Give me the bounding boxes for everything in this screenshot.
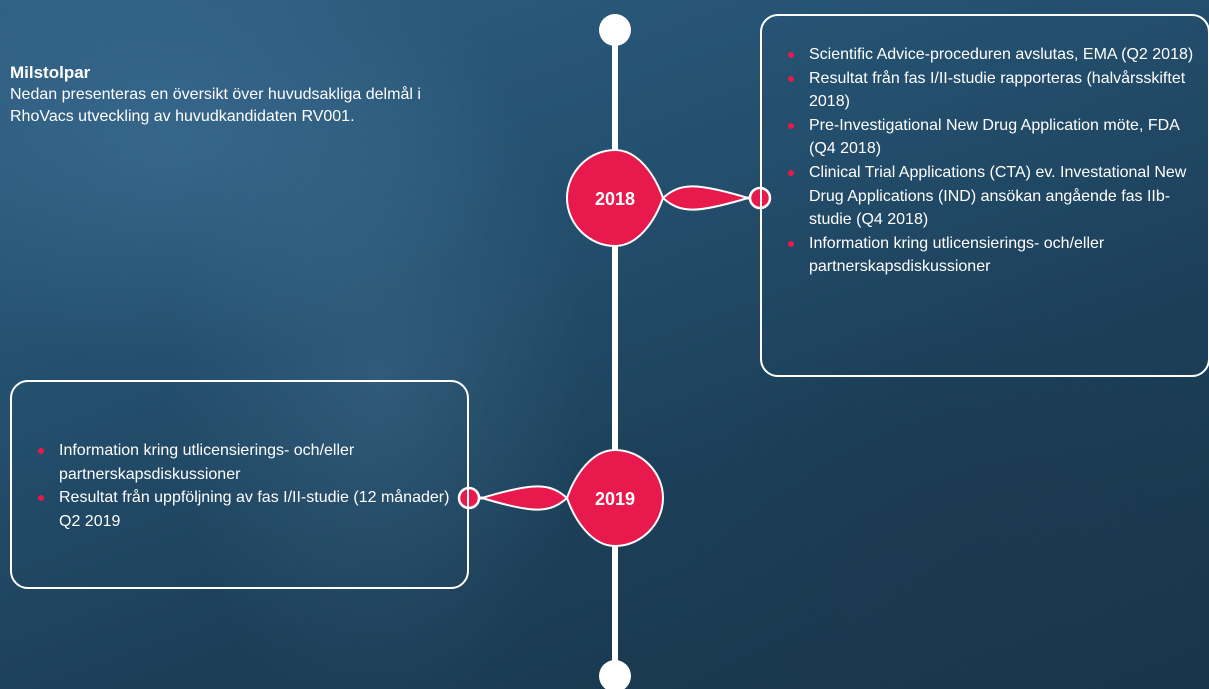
milestone-item-text: Information kring utlicensierings- och/e… <box>59 442 355 483</box>
milestone-item: Scientific Advice-proceduren avslutas, E… <box>788 43 1198 67</box>
bullet-icon <box>788 240 794 247</box>
intro-section: Milstolpar Nedan presenteras en översikt… <box>10 62 440 128</box>
milestone-item: Resultat från fas I/II-studie rapportera… <box>788 67 1198 114</box>
year-marker-2019-shape <box>478 448 665 548</box>
milestone-item: Pre-Investigational New Drug Application… <box>788 114 1198 161</box>
milestone-item: Clinical Trial Applications (CTA) ev. In… <box>788 161 1198 232</box>
milestone-item-text: Resultat från fas I/II-studie rapportera… <box>809 69 1186 111</box>
milestone-item: Information kring utlicensierings- och/e… <box>788 232 1198 279</box>
bullet-icon <box>788 52 794 58</box>
year-marker-2018-shape <box>565 148 752 248</box>
milestone-item-text: Scientific Advice-proceduren avslutas, E… <box>809 46 1194 63</box>
intro-text: Nedan presenteras en översikt över huvud… <box>10 86 421 125</box>
milestone-item-text: Information kring utlicensierings- och/e… <box>809 234 1105 276</box>
bullet-icon <box>38 495 44 502</box>
milestone-item-text: Resultat från uppföljning av fas I/II-st… <box>59 489 450 530</box>
milestone-box-2019: Information kring utlicensierings- och/e… <box>10 380 469 589</box>
bullet-icon <box>788 122 794 129</box>
intro-title: Milstolpar <box>10 63 91 82</box>
milestone-item-text: Clinical Trial Applications (CTA) ev. In… <box>809 163 1187 229</box>
connector-node-2019 <box>457 486 481 510</box>
milestone-item: Information kring utlicensierings- och/e… <box>38 439 457 486</box>
year-label-2018: 2018 <box>594 189 636 209</box>
year-label-2019: 2019 <box>594 489 636 509</box>
timeline-end-node <box>599 660 631 689</box>
timeline-start-node <box>599 14 631 46</box>
milestone-box-2018: Scientific Advice-proceduren avslutas, E… <box>760 14 1209 377</box>
milestone-item: Resultat från uppföljning av fas I/II-st… <box>38 486 457 533</box>
bullet-icon <box>788 169 794 176</box>
bullet-icon <box>788 75 794 82</box>
bullet-icon <box>38 448 44 454</box>
milestone-list-2019: Information kring utlicensierings- och/e… <box>38 439 457 533</box>
milestone-list-2018: Scientific Advice-proceduren avslutas, E… <box>788 43 1198 279</box>
milestone-item-text: Pre-Investigational New Drug Application… <box>809 116 1179 158</box>
